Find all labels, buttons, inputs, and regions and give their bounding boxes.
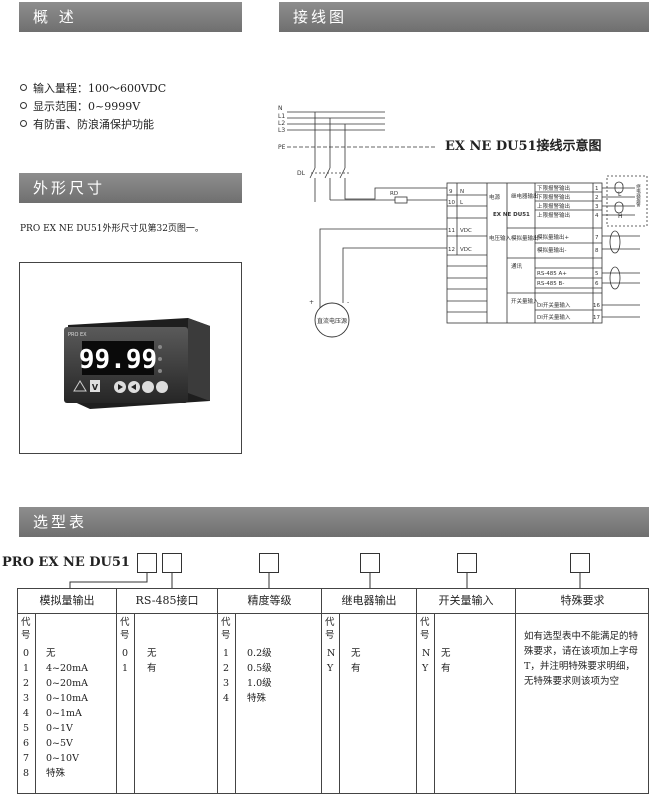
svg-text:L1: L1 bbox=[278, 113, 285, 120]
column-header: 特殊要求 bbox=[560, 594, 605, 607]
svg-text:电压输入: 电压输入 bbox=[489, 234, 512, 242]
svg-text:EX NE DU51: EX NE DU51 bbox=[493, 212, 530, 218]
svg-text:N: N bbox=[278, 105, 283, 112]
device-photo: 99.99 PRO EX V bbox=[19, 262, 242, 454]
dimensions-header: 外形尺寸 bbox=[19, 173, 242, 203]
svg-text:VDC: VDC bbox=[460, 247, 472, 253]
breaker-symbol bbox=[309, 112, 349, 200]
svg-text:直流电压源: 直流电压源 bbox=[317, 317, 347, 325]
svg-text:5: 5 bbox=[595, 271, 599, 277]
svg-text:DL: DL bbox=[297, 170, 306, 177]
svg-text:PE: PE bbox=[278, 144, 286, 151]
column-header: 继电器输出 bbox=[322, 589, 417, 613]
column-header: 模拟量输出 bbox=[18, 589, 117, 613]
svg-text:下限报警输出: 下限报警输出 bbox=[537, 193, 570, 201]
svg-text:RS-485 A+: RS-485 A+ bbox=[537, 271, 567, 277]
bullet-icon bbox=[20, 84, 27, 91]
selection-header: 选型表 bbox=[19, 507, 649, 537]
code-connectors bbox=[69, 573, 581, 588]
svg-text:6: 6 bbox=[595, 281, 599, 287]
svg-text:模拟量输出+: 模拟量输出+ bbox=[537, 233, 570, 241]
svg-text:模拟量输出: 模拟量输出 bbox=[511, 234, 539, 242]
circle-button-icon bbox=[156, 381, 168, 393]
device-illustration: 99.99 PRO EX V bbox=[64, 318, 210, 409]
svg-text:10: 10 bbox=[448, 200, 455, 206]
svg-text:通讯: 通讯 bbox=[511, 262, 523, 270]
code-box-di bbox=[457, 553, 477, 573]
svg-text:7: 7 bbox=[595, 235, 599, 241]
svg-text:开关量输入: 开关量输入 bbox=[511, 297, 539, 305]
svg-text:16: 16 bbox=[593, 303, 600, 309]
svg-text:12: 12 bbox=[448, 247, 455, 253]
svg-text:下限报警输出: 下限报警输出 bbox=[537, 184, 570, 192]
bullet-icon bbox=[20, 120, 27, 127]
svg-text:17: 17 bbox=[593, 315, 600, 321]
feature-item: 显示范围：0~9999V bbox=[20, 98, 166, 116]
svg-text:DI开关量输入: DI开关量输入 bbox=[537, 301, 571, 309]
svg-text:EX NE DU51接线示意图: EX NE DU51接线示意图 bbox=[445, 138, 602, 154]
svg-text:+: + bbox=[309, 299, 314, 306]
svg-text:DI开关量输入: DI开关量输入 bbox=[537, 313, 571, 321]
svg-text:L: L bbox=[618, 191, 622, 198]
bullet-icon bbox=[20, 102, 27, 109]
svg-text:继电器报警: 继电器报警 bbox=[636, 183, 641, 208]
svg-text:RS-485 B-: RS-485 B- bbox=[537, 281, 564, 287]
svg-text:L2: L2 bbox=[278, 120, 285, 127]
svg-text:上限报警输出: 上限报警输出 bbox=[537, 202, 570, 210]
code-box-special bbox=[570, 553, 590, 573]
wiring-header: 接线图 bbox=[279, 2, 649, 32]
circle-button-icon bbox=[142, 381, 154, 393]
dimension-note: PRO EX NE DU51外形尺寸见第32页图一。 bbox=[20, 224, 204, 234]
code-box-accuracy bbox=[259, 553, 279, 573]
svg-text:4: 4 bbox=[595, 213, 599, 219]
special-note: 如有选型表中不能满足的特殊要求，请在该项加上字母T，并注明特殊要求明细，无特殊要… bbox=[524, 631, 639, 687]
svg-text:V: V bbox=[92, 383, 99, 392]
voltage-source-symbol bbox=[314, 302, 350, 338]
svg-text:99.99: 99.99 bbox=[79, 345, 157, 375]
table-column-special: 如有选型表中不能满足的特殊要求，请在该项加上字母T，并注明特殊要求明细，无特殊要… bbox=[516, 613, 649, 793]
display-digits: 99.99 bbox=[79, 345, 157, 375]
svg-text:VDC: VDC bbox=[460, 228, 472, 234]
svg-text:继电器输出: 继电器输出 bbox=[511, 192, 539, 200]
feature-item: 有防雷、防浪涌保护功能 bbox=[20, 116, 166, 134]
svg-text:H: H bbox=[618, 213, 623, 220]
feature-list: 输入量程：100～600VDC 显示范围：0~9999V 有防雷、防浪涌保护功能 bbox=[20, 80, 166, 134]
svg-text:1: 1 bbox=[595, 186, 599, 192]
column-header: 开关量输入 bbox=[417, 589, 516, 613]
model-code: PRO EX NE DU51 bbox=[2, 555, 130, 570]
selection-table: 模拟量输出 RS-485接口 精度等级 继电器输出 开关量输入 特殊要求 代号 … bbox=[17, 588, 649, 794]
column-header: RS-485接口 bbox=[117, 589, 218, 613]
svg-text:8: 8 bbox=[595, 248, 599, 254]
feature-item: 输入量程：100～600VDC bbox=[20, 80, 166, 98]
overview-header: 概 述 bbox=[19, 2, 242, 32]
svg-text:2: 2 bbox=[595, 195, 599, 201]
svg-text:L: L bbox=[460, 200, 464, 206]
code-box-analog bbox=[137, 553, 157, 573]
svg-text:PRO EX: PRO EX bbox=[68, 332, 87, 338]
svg-text:RD: RD bbox=[390, 191, 398, 197]
svg-text:N: N bbox=[460, 189, 464, 195]
svg-text:11: 11 bbox=[448, 228, 455, 234]
wiring-diagram: N L1 L2 L3 PE DL RD 直流电压源 + - EX NE DU51… bbox=[278, 105, 648, 338]
svg-text:3: 3 bbox=[595, 204, 599, 210]
svg-text:电源: 电源 bbox=[489, 193, 501, 201]
svg-text:模拟量输出-: 模拟量输出- bbox=[537, 246, 567, 254]
svg-text:-: - bbox=[347, 299, 349, 306]
code-box-rs485 bbox=[162, 553, 182, 573]
code-box-relay bbox=[360, 553, 380, 573]
column-header: 精度等级 bbox=[218, 589, 322, 613]
svg-text:上限报警输出: 上限报警输出 bbox=[537, 211, 570, 219]
svg-text:9: 9 bbox=[449, 189, 453, 195]
svg-text:L3: L3 bbox=[278, 127, 285, 134]
